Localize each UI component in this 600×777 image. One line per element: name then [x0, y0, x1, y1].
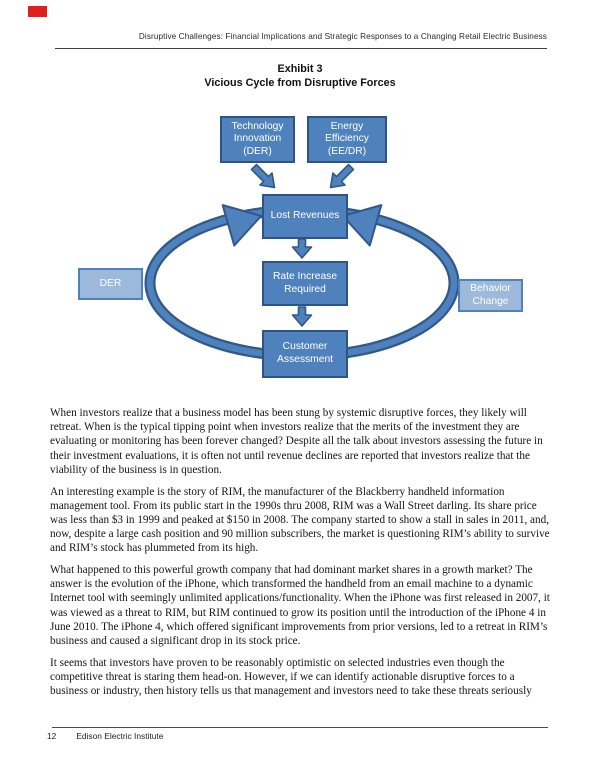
node-customer-assessment: Customer Assessment — [262, 330, 348, 378]
page-footer: 12 Edison Electric Institute — [47, 731, 547, 741]
node-rate-increase-required: Rate Increase Required — [262, 261, 348, 306]
exhibit-label: Exhibit 3 — [277, 63, 323, 75]
paragraph-2: An interesting example is the story of R… — [50, 485, 550, 555]
body-text: When investors realize that a business m… — [50, 406, 553, 706]
node-lost-revenues: Lost Revenues — [262, 194, 348, 239]
node-label: Lost Revenues — [270, 210, 340, 222]
cycle-arrowhead-right-icon — [341, 204, 383, 247]
exhibit-title: Vicious Cycle from Disruptive Forces — [204, 76, 396, 89]
arrow-lost-to-rate-icon — [291, 238, 313, 259]
node-energy-efficiency: Energy Efficiency (EE/DR) — [307, 116, 387, 163]
node-label: DER — [99, 277, 122, 289]
node-label: Behavior Change — [470, 282, 511, 307]
arrow-energy-to-lost-icon — [329, 163, 355, 189]
header-divider — [55, 48, 547, 49]
node-der: DER — [78, 268, 143, 300]
red-annotation-marker — [28, 6, 47, 17]
arrow-rate-to-customer-icon — [291, 306, 313, 327]
page-header-title: Disruptive Challenges: Financial Implica… — [138, 32, 547, 41]
paragraph-1: When investors realize that a business m… — [50, 407, 543, 476]
footer-divider — [52, 727, 548, 728]
exhibit-heading: Exhibit 3 Vicious Cycle from Disruptive … — [0, 63, 600, 90]
node-label: Rate Increase Required — [272, 270, 338, 295]
node-technology-innovation: Technology Innovation (DER) — [220, 116, 295, 163]
node-behavior-change: Behavior Change — [458, 279, 523, 312]
arrow-technology-to-lost-icon — [250, 163, 276, 189]
node-label: Customer Assessment — [276, 341, 334, 365]
paragraph-3: What happened to this powerful growth co… — [50, 564, 550, 648]
cycle-arrowhead-left-icon — [221, 204, 263, 247]
paragraph-4: It seems that investors have proven to b… — [50, 656, 532, 698]
footer-organization: Edison Electric Institute — [76, 731, 164, 741]
footer-page-number: 12 — [47, 731, 57, 741]
node-label: Technology Innovation (DER) — [231, 120, 284, 157]
node-label: Energy Efficiency (EE/DR) — [325, 120, 369, 157]
